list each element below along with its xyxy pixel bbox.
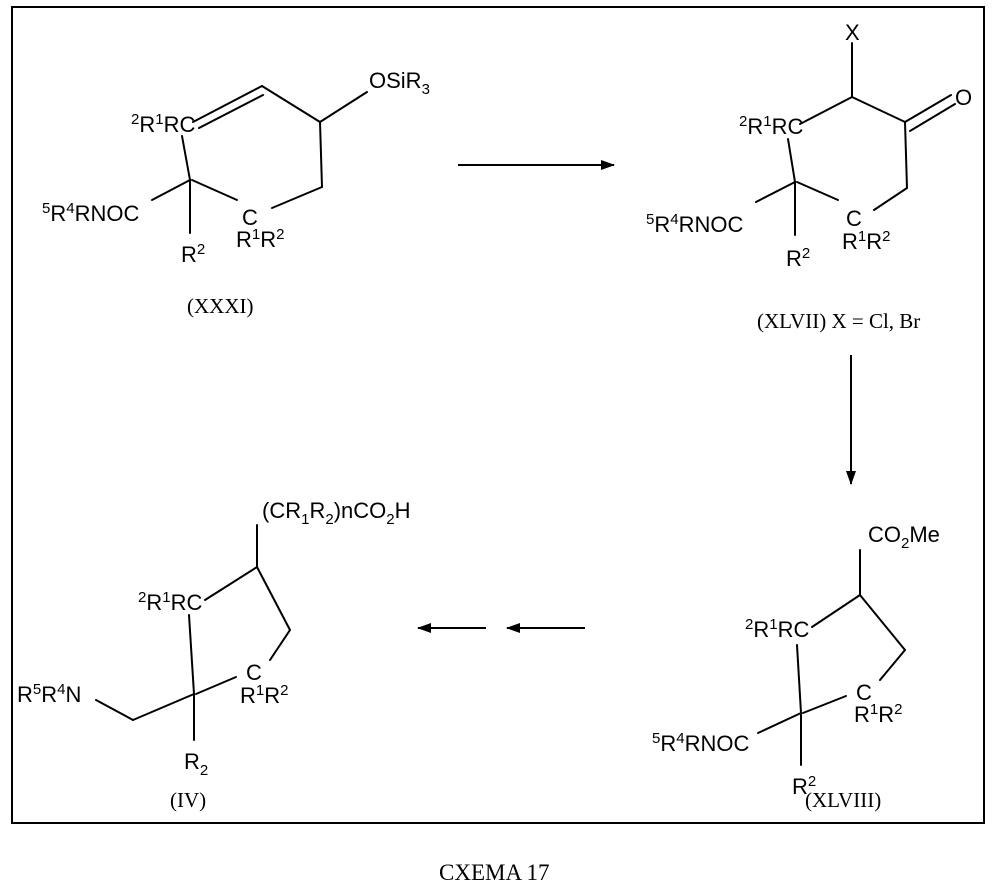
- ring-bond: [193, 86, 262, 122]
- r2-substituent: R2: [181, 241, 205, 267]
- top-left-substituent: 2R1RC: [131, 111, 195, 137]
- compound-xxxi: 2R1RC OSiR3 5R4RNOC R2 C R1R2 (XXXI): [42, 68, 430, 318]
- substituent-bond: [758, 713, 801, 733]
- ester-substituent: CO2Me: [868, 522, 940, 552]
- r2-substituent: R2: [184, 749, 208, 779]
- enol-ether-substituent: OSiR3: [369, 68, 430, 98]
- ring-bond: [257, 567, 290, 630]
- ring-carbon-substituents: R1R2: [240, 682, 288, 708]
- ring-bond: [262, 86, 320, 122]
- compound-label: (XLVIII): [805, 788, 881, 812]
- x-substituent: X: [845, 20, 860, 45]
- ring-bond: [880, 650, 905, 680]
- ring-bond: [874, 188, 907, 210]
- ring-bond: [800, 97, 852, 124]
- ring-bond: [272, 187, 322, 208]
- oxo-oxygen: O: [955, 85, 972, 110]
- ring-bond: [852, 97, 905, 122]
- ring-bond: [320, 122, 322, 187]
- compound-label: (XLVII) X = Cl, Br: [757, 309, 920, 333]
- ring-carbon-substituents: R1R2: [854, 701, 902, 727]
- compound-xlviii: CO2Me 2R1RC 5R4RNOC R2 C R1R2 (XLVIII): [652, 522, 940, 812]
- ring-bond: [270, 630, 290, 660]
- ring-bond: [797, 645, 801, 713]
- top-left-substituent: 2R1RC: [745, 616, 809, 642]
- methylene-bond: [133, 694, 194, 720]
- top-left-substituent: 2R1RC: [739, 113, 803, 139]
- ring-bond: [196, 677, 236, 694]
- compound-iv: (CR1R2)nCO2H 2R1RC R5R4N R2 C R1R2 (IV): [17, 498, 410, 812]
- substituent-bond: [320, 92, 367, 122]
- amine-bond: [96, 700, 133, 720]
- amide-substituent: 5R4RNOC: [646, 211, 743, 237]
- ring-bond: [182, 136, 190, 180]
- ring-bond: [803, 696, 846, 713]
- amine-substituent: R5R4N: [17, 681, 81, 707]
- amide-substituent: 5R4RNOC: [42, 200, 139, 226]
- ring-bond: [189, 615, 194, 694]
- compound-xlvii: X O 2R1RC 5R4RNOC R2 C R1R2 (XLVII) X = …: [646, 20, 972, 333]
- compound-label: (IV): [170, 788, 206, 812]
- ring-bond: [905, 122, 907, 188]
- substituent-bond: [152, 180, 190, 200]
- ring-bond: [205, 567, 257, 600]
- scheme-title: CXEMA 17: [439, 860, 550, 885]
- carbonyl-bond-2: [910, 104, 955, 131]
- ring-bond: [797, 182, 838, 200]
- amide-substituent: 5R4RNOC: [652, 730, 749, 756]
- double-bond-inner: [199, 95, 263, 128]
- carbonyl-bond: [905, 95, 951, 122]
- ring-carbon-substituents: R1R2: [236, 226, 284, 252]
- ring-bond: [860, 595, 905, 650]
- ring-bond: [788, 139, 795, 182]
- ring-bond: [192, 180, 237, 200]
- top-left-substituent: 2R1RC: [138, 589, 202, 615]
- ring-bond: [812, 595, 860, 627]
- acid-chain-substituent: (CR1R2)nCO2H: [262, 498, 410, 528]
- compound-label: (XXXI): [187, 294, 253, 318]
- r2-substituent: R2: [786, 245, 810, 271]
- substituent-bond: [756, 182, 795, 202]
- ring-carbon-substituents: R1R2: [842, 228, 890, 254]
